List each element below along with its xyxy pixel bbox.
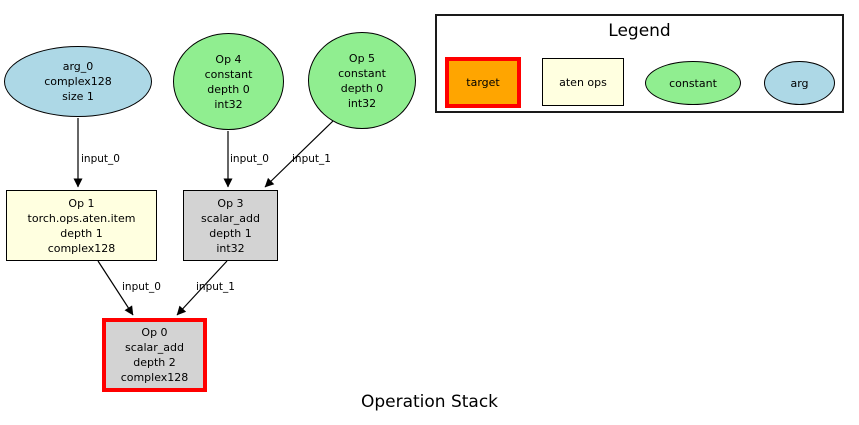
edge-label: input_0 [122,281,161,293]
node-op-4: Op 4 constant depth 0 int32 [173,33,284,130]
legend-swatch-target: target [445,57,521,108]
node-label-line: torch.ops.aten.item [27,211,136,225]
node-label-line: Op 5 [348,51,376,65]
node-label-line: complex128 [44,75,112,88]
node-op-0-target: Op 0 scalar_add depth 2 complex128 [102,318,207,392]
node-label-line: scalar_add [200,211,261,225]
edge-label: input_0 [81,153,120,165]
node-arg-0: arg_0 complex128 size 1 [4,46,152,117]
legend-title: Legend [608,21,671,41]
node-label-line: scalar_add [124,341,185,354]
node-label-line: int32 [216,241,245,255]
node-label-line: Op 4 [215,52,242,66]
edge-label: input_0 [230,153,269,165]
node-label-line: complex128 [47,241,116,255]
node-label-line: complex128 [120,371,189,384]
node-label-line: depth 0 [207,82,250,96]
edge-label: input_1 [196,281,235,293]
legend-swatch-arg: arg [764,61,835,105]
node-label-line: constant [338,66,386,80]
legend-swatch-constant: constant [645,61,741,105]
legend-swatch-aten-ops: aten ops [542,58,624,106]
node-label-line: depth 1 [60,226,103,240]
node-op-1: Op 1 torch.ops.aten.item depth 1 complex… [6,190,157,261]
edge-label: input_1 [292,153,331,165]
node-op-5: Op 5 constant depth 0 int32 [308,32,416,129]
node-label-line: Op 1 [68,196,95,210]
node-op-3: Op 3 scalar_add depth 1 int32 [183,190,278,261]
graph-title: Operation Stack [360,392,499,412]
node-label-line: depth 1 [209,226,252,240]
node-label-line: int32 [214,97,243,111]
node-label-line: Op 0 [141,326,168,339]
node-label-line: constant [204,67,253,81]
node-label-line: int32 [347,96,377,110]
node-label-line: size 1 [62,90,94,103]
node-label-line: depth 2 [133,356,176,369]
legend-box: Legend target aten ops constant arg [435,14,844,113]
node-label-line: Op 3 [217,196,244,210]
node-label-line: arg_0 [62,60,94,73]
node-label-line: depth 0 [340,81,384,95]
